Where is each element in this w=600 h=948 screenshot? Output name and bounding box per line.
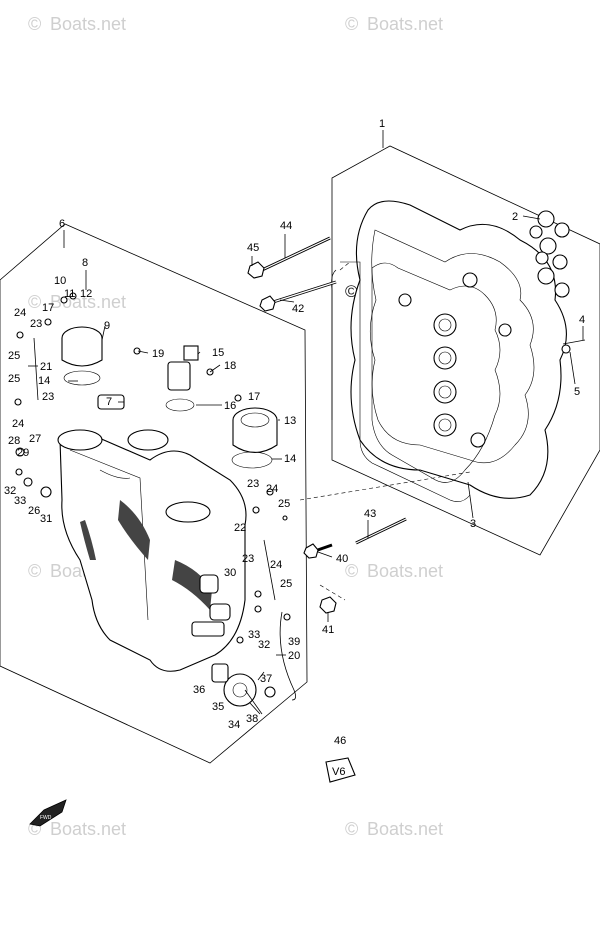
callout-29: 29	[17, 447, 29, 459]
callout-4: 4	[579, 314, 585, 326]
callout-23-center: 23	[247, 478, 259, 490]
callout-38: 38	[246, 713, 258, 725]
callout-20: 20	[288, 650, 300, 662]
callout-12: 12	[80, 288, 92, 300]
intake-manifold-assembly	[14, 292, 296, 715]
callout-42: 42	[292, 303, 304, 315]
watermark-copyright-symbol: ©	[345, 14, 358, 34]
part-callouts: 1 2 3 4 5 6 8 10 11 12 17 24 23 9 25 21 …	[4, 118, 585, 747]
callout-21: 21	[40, 361, 52, 373]
callout-9: 9	[104, 320, 110, 332]
callout-28: 28	[8, 435, 20, 447]
callout-10: 10	[54, 275, 66, 287]
watermark-text: Boats.net	[367, 561, 443, 581]
callout-32-right: 32	[258, 639, 270, 651]
callout-33-right: 33	[248, 629, 260, 641]
callout-8: 8	[82, 257, 88, 269]
callout-25-left-lower: 25	[8, 373, 20, 385]
callout-43: 43	[364, 508, 376, 520]
callout-17-right: 17	[248, 391, 260, 403]
callout-24-center: 24	[266, 483, 278, 495]
callout-25-left-upper: 25	[8, 350, 20, 362]
callout-45: 45	[247, 242, 259, 254]
callout-41: 41	[322, 624, 334, 636]
watermark-copyright-symbol: ©	[345, 819, 358, 839]
callout-32-left: 32	[4, 485, 16, 497]
group-frame-cylinder-cover	[331, 145, 600, 556]
watermark-copyright-symbol: ©	[28, 561, 41, 581]
v6-emblem: V6	[325, 757, 356, 783]
watermark-mid-left: © Boats.net	[28, 292, 126, 312]
cylinder-cover-assembly	[247, 200, 586, 614]
callout-37: 37	[260, 673, 272, 685]
watermark-top-left: © Boats.net	[28, 14, 126, 34]
callout-40: 40	[336, 553, 348, 565]
callout-3: 3	[470, 518, 476, 530]
watermark-text: Boats.net	[367, 14, 443, 34]
callout-2: 2	[512, 211, 518, 223]
callout-16: 16	[224, 400, 236, 412]
callout-17-left: 17	[42, 302, 54, 314]
watermark-text: Boats.net	[367, 819, 443, 839]
callout-30: 30	[224, 567, 236, 579]
callout-46: 46	[334, 735, 346, 747]
callout-23-left: 23	[42, 391, 54, 403]
callout-11: 11	[64, 288, 75, 300]
callout-44: 44	[280, 220, 292, 232]
callout-18: 18	[224, 360, 236, 372]
callout-1: 1	[379, 118, 385, 130]
callout-15: 15	[212, 347, 224, 359]
callout-34: 34	[228, 719, 240, 731]
callout-24-top-left: 24	[14, 307, 26, 319]
callout-25-center: 25	[278, 498, 290, 510]
callout-7: 7	[106, 396, 112, 408]
watermark-text: Boats.net	[50, 14, 126, 34]
gasket-ring-set	[529, 210, 570, 298]
callout-23-lower: 23	[242, 553, 254, 565]
callout-27: 27	[29, 433, 41, 445]
watermark-text: Boats.net	[50, 819, 126, 839]
callout-24-left: 24	[12, 418, 24, 430]
callout-39: 39	[288, 636, 300, 648]
watermark-text: Boats.net	[50, 292, 126, 312]
callout-13: 13	[284, 415, 296, 427]
callout-14-right: 14	[284, 453, 296, 465]
callout-33-left: 33	[14, 495, 26, 507]
callout-19: 19	[152, 348, 164, 360]
watermark-bottom-right: © Boats.net	[345, 819, 443, 839]
fwd-arrow-text: FWD	[40, 815, 52, 821]
callout-31: 31	[40, 513, 52, 525]
callout-22: 22	[234, 522, 246, 534]
watermark-lower-right: © Boats.net	[345, 561, 443, 581]
group-frame-intake-manifold	[0, 223, 308, 764]
watermark-copyright-symbol: ©	[345, 561, 358, 581]
callout-6: 6	[59, 218, 65, 230]
callout-26: 26	[28, 505, 40, 517]
callout-24-lower: 24	[270, 559, 282, 571]
v6-emblem-text: V6	[332, 766, 345, 778]
callout-25-lower: 25	[280, 578, 292, 590]
callout-35: 35	[212, 701, 224, 713]
watermark-copyright-symbol: ©	[28, 292, 41, 312]
watermark-top-right: © Boats.net	[345, 14, 443, 34]
watermark-copyright-symbol: ©	[28, 14, 41, 34]
callout-14-left: 14	[38, 375, 50, 387]
leader-lines	[28, 130, 584, 715]
callout-5: 5	[574, 386, 580, 398]
callout-36: 36	[193, 684, 205, 696]
callout-23-top-left: 23	[30, 318, 42, 330]
fwd-arrow: FWD	[29, 799, 67, 827]
